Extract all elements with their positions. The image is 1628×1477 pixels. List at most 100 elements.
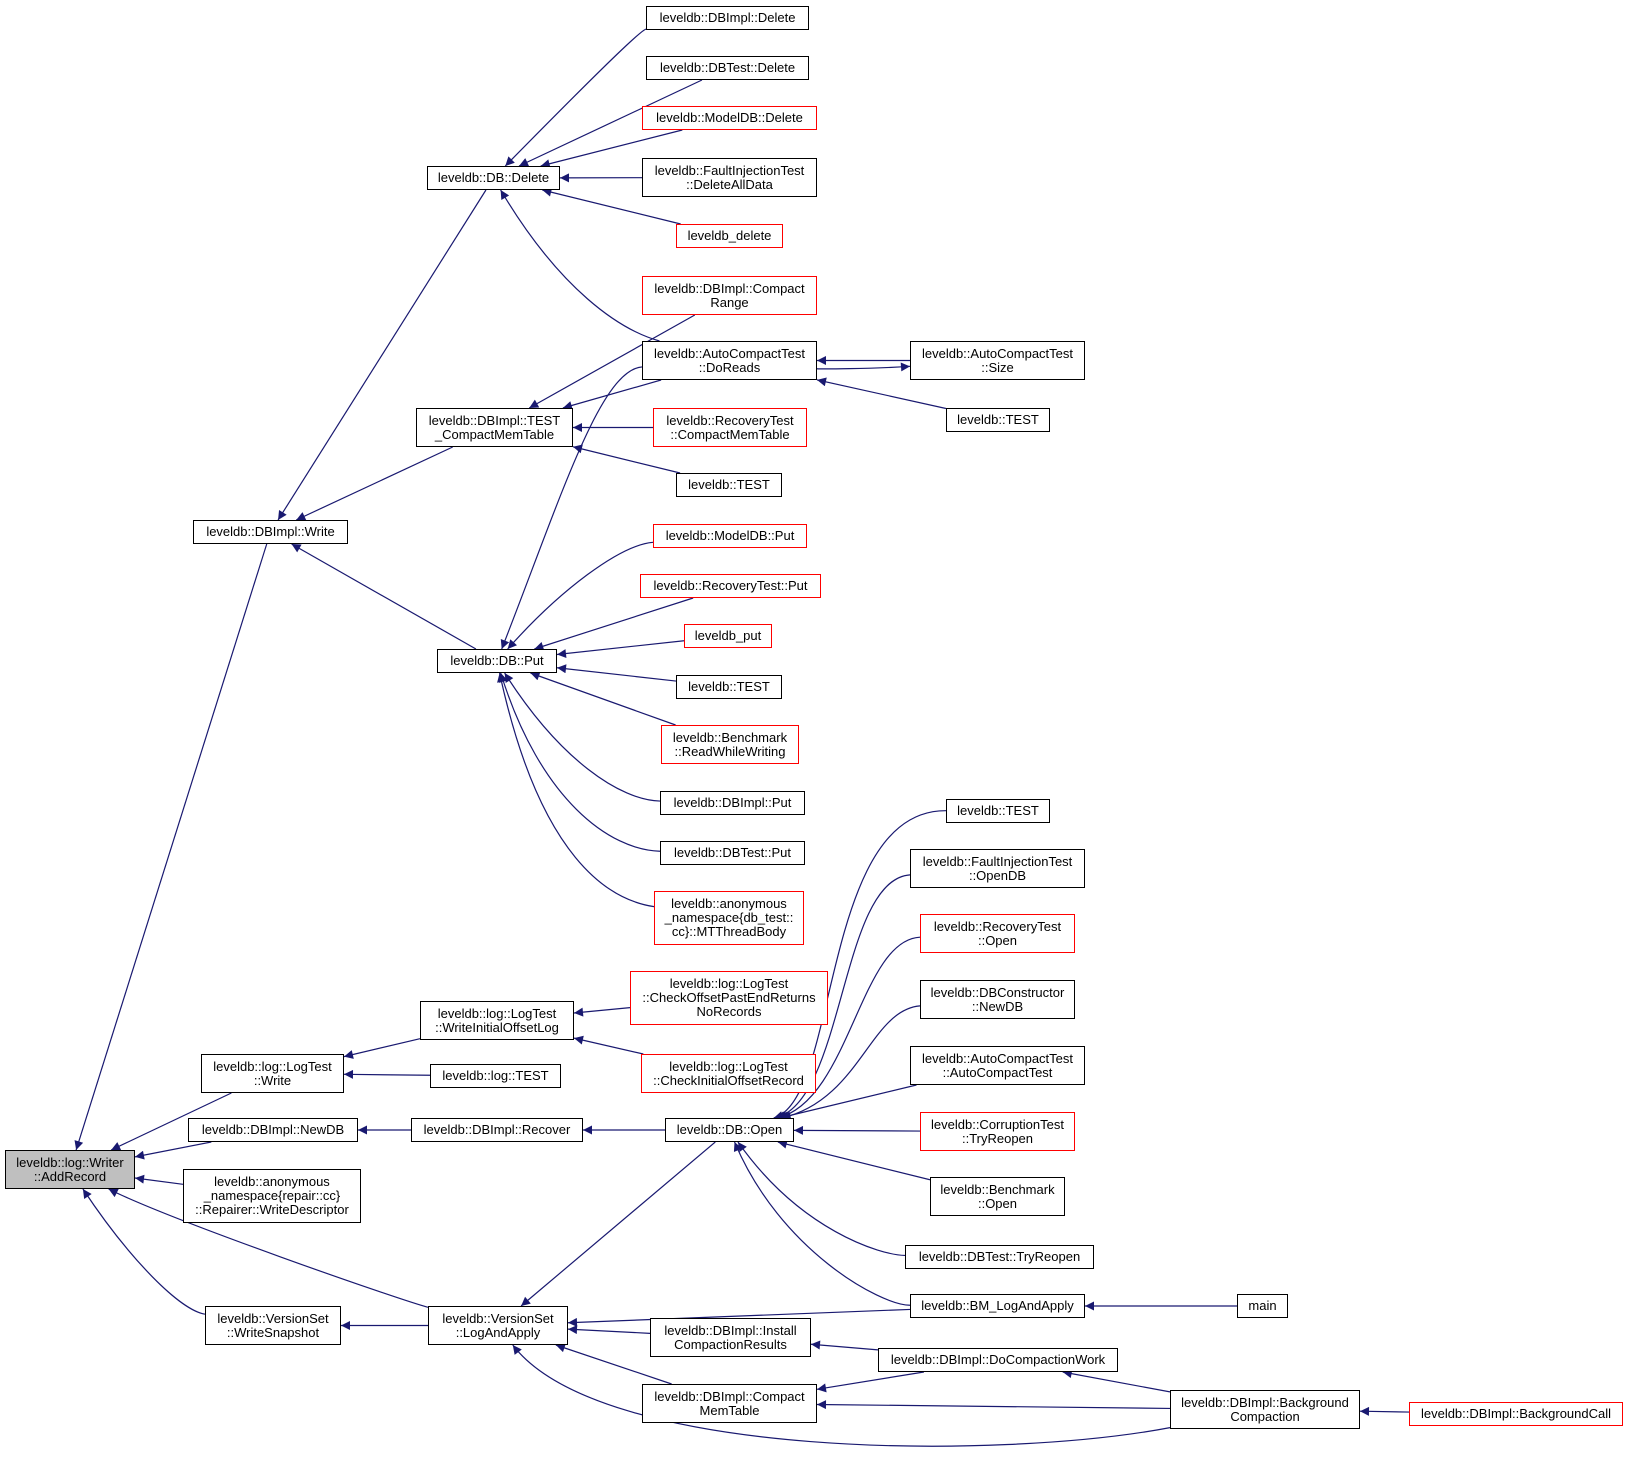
node-db-delete[interactable]: leveldb::DB::Delete (427, 166, 560, 190)
node-fi-deletealldata[interactable]: leveldb::FaultInjectionTest ::DeleteAllD… (642, 158, 817, 197)
call-edge (1359, 1406, 1410, 1416)
call-edge (573, 1007, 631, 1017)
node-repair-writedesc[interactable]: leveldb::anonymous _namespace{repair::cc… (183, 1169, 361, 1223)
call-edge (530, 671, 676, 726)
call-edge (573, 1035, 644, 1055)
call-edge (793, 1125, 921, 1135)
call-edge (555, 1343, 672, 1385)
call-edge (504, 28, 647, 167)
call-edge (534, 597, 694, 651)
call-edge (737, 1141, 906, 1257)
node-test-compactmem[interactable]: leveldb::DBImpl::TEST _CompactMemTable (416, 408, 573, 447)
node-dbimpl-delete[interactable]: leveldb::DBImpl::Delete (646, 6, 809, 30)
node-log-test[interactable]: leveldb::log::TEST (430, 1064, 561, 1088)
call-edge (572, 444, 681, 474)
node-compactrange[interactable]: leveldb::DBImpl::Compact Range (642, 276, 817, 315)
call-edge (556, 640, 685, 659)
call-edge (773, 810, 947, 1120)
node-dbtest-put[interactable]: leveldb::DBTest::Put (660, 841, 805, 865)
node-vs-writesnapshot[interactable]: leveldb::VersionSet ::WriteSnapshot (205, 1306, 341, 1345)
call-edge (779, 1084, 917, 1121)
node-lt-write[interactable]: leveldb::log::LogTest ::Write (201, 1054, 344, 1093)
node-lt-checkinitial[interactable]: leveldb::log::LogTest ::CheckInitialOffs… (641, 1054, 816, 1093)
call-edge (567, 1308, 911, 1327)
node-test-b[interactable]: leveldb::TEST (676, 473, 782, 497)
call-edge (108, 1188, 429, 1308)
call-edge (134, 1141, 212, 1160)
node-compact-memtable[interactable]: leveldb::DBImpl::Compact MemTable (642, 1384, 817, 1423)
call-edge (542, 187, 681, 225)
call-edge (528, 314, 696, 409)
call-edge (507, 541, 654, 650)
call-edge (343, 1038, 421, 1059)
call-edge (512, 1344, 1171, 1447)
node-modeldb-put[interactable]: leveldb::ModelDB::Put (653, 524, 807, 548)
node-db-put[interactable]: leveldb::DB::Put (437, 649, 557, 673)
node-dbtest-tryreopen[interactable]: leveldb::DBTest::TryReopen (905, 1245, 1094, 1269)
call-edge (816, 362, 911, 372)
node-dbtest-delete[interactable]: leveldb::DBTest::Delete (646, 56, 809, 80)
node-test-a[interactable]: leveldb::TEST (946, 408, 1050, 432)
node-bg-call[interactable]: leveldb::DBImpl::BackgroundCall (1409, 1402, 1623, 1426)
node-leveldb-delete[interactable]: leveldb_delete (676, 224, 783, 248)
node-rt-compactmem[interactable]: leveldb::RecoveryTest ::CompactMemTable (653, 408, 807, 447)
call-edge (810, 1340, 879, 1351)
call-edge (291, 543, 477, 650)
node-leveldb-put[interactable]: leveldb_put (684, 624, 772, 648)
call-edge (1062, 1369, 1171, 1393)
node-ac-autocompact[interactable]: leveldb::AutoCompactTest ::AutoCompactTe… (910, 1046, 1085, 1085)
call-edge (816, 1371, 925, 1393)
call-edge (562, 379, 662, 410)
call-edge (777, 936, 921, 1121)
call-edge (82, 1188, 206, 1315)
node-dbimpl-newdb[interactable]: leveldb::DBImpl::NewDB (188, 1118, 358, 1142)
node-bm-logandapply[interactable]: leveldb::BM_LogAndApply (910, 1294, 1085, 1318)
node-ac-doreads[interactable]: leveldb::AutoCompactTest ::DoReads (642, 341, 817, 380)
node-dbimpl-put[interactable]: leveldb::DBImpl::Put (660, 791, 805, 815)
call-edge (567, 1325, 651, 1335)
node-addrecord: leveldb::log::Writer ::AddRecord (5, 1150, 135, 1189)
node-main[interactable]: main (1237, 1294, 1288, 1318)
node-db-open[interactable]: leveldb::DB::Open (665, 1118, 794, 1142)
node-bg-compaction[interactable]: leveldb::DBImpl::Background Compaction (1170, 1390, 1360, 1429)
call-edge (500, 366, 643, 650)
node-bm-rww[interactable]: leveldb::Benchmark ::ReadWhileWriting (661, 725, 799, 764)
call-edge (497, 672, 655, 908)
node-vs-logandapply[interactable]: leveldb::VersionSet ::LogAndApply (428, 1306, 568, 1345)
call-edge (775, 874, 911, 1121)
node-dbc-newdb[interactable]: leveldb::DBConstructor ::NewDB (920, 980, 1075, 1019)
node-dbimpl-recover[interactable]: leveldb::DBImpl::Recover (411, 1118, 583, 1142)
call-edge (110, 1092, 232, 1151)
call-edge (816, 377, 947, 410)
call-edge (343, 1069, 431, 1079)
call-edge (777, 1139, 931, 1181)
node-rt-put[interactable]: leveldb::RecoveryTest::Put (640, 574, 821, 598)
node-test-c[interactable]: leveldb::TEST (676, 675, 782, 699)
call-edge (504, 672, 661, 802)
node-test-d[interactable]: leveldb::TEST (946, 799, 1050, 823)
call-edge (74, 543, 268, 1151)
node-mtthreadbody[interactable]: leveldb::anonymous _namespace{db_test:: … (654, 891, 804, 945)
call-edge (134, 1174, 184, 1185)
call-edge (499, 672, 661, 852)
node-lt-offsetpastend[interactable]: leveldb::log::LogTest ::CheckOffsetPastE… (630, 971, 828, 1025)
call-edge (277, 189, 487, 521)
node-lt-writeinitial[interactable]: leveldb::log::LogTest ::WriteInitialOffs… (420, 1001, 574, 1040)
node-fi-opendb[interactable]: leveldb::FaultInjectionTest ::OpenDB (910, 849, 1085, 888)
call-edge (816, 1400, 1171, 1410)
call-edge (518, 79, 703, 167)
call-edge (781, 1005, 921, 1121)
node-ac-size[interactable]: leveldb::AutoCompactTest ::Size (910, 341, 1085, 380)
node-modeldb-delete[interactable]: leveldb::ModelDB::Delete (642, 106, 817, 130)
node-dbimpl-write[interactable]: leveldb::DBImpl::Write (193, 520, 348, 544)
call-edge (733, 1141, 911, 1306)
call-edge (295, 446, 453, 521)
call-edge (556, 664, 677, 682)
node-rt-open[interactable]: leveldb::RecoveryTest ::Open (920, 914, 1075, 953)
node-docompactionwork[interactable]: leveldb::DBImpl::DoCompactionWork (878, 1348, 1118, 1372)
node-install-compaction[interactable]: leveldb::DBImpl::Install CompactionResul… (650, 1318, 811, 1357)
node-bm-open[interactable]: leveldb::Benchmark ::Open (930, 1177, 1065, 1216)
node-ct-tryreopen[interactable]: leveldb::CorruptionTest ::TryReopen (920, 1112, 1075, 1151)
